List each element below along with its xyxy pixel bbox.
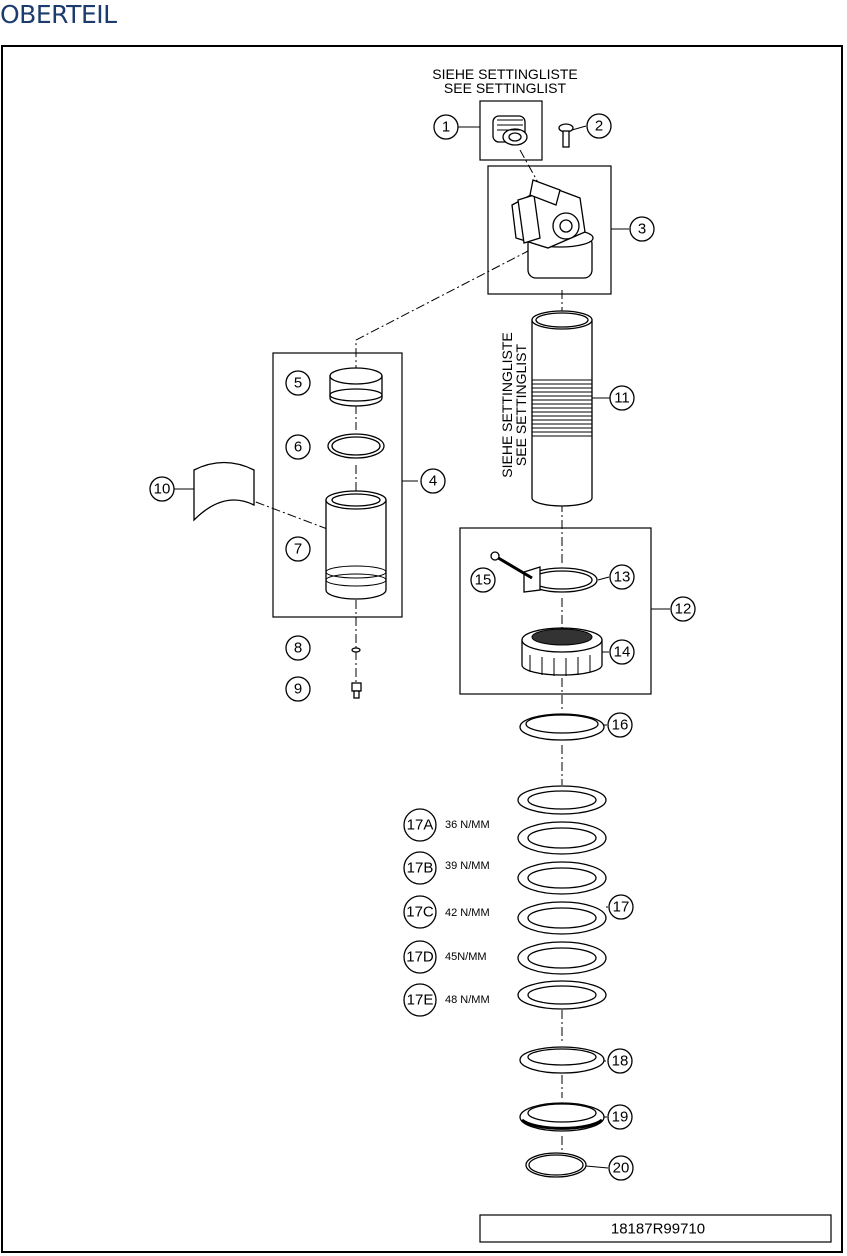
svg-text:1: 1 xyxy=(442,119,450,136)
callout-20: 20 xyxy=(608,1155,634,1181)
callout-17: 17 xyxy=(608,894,634,920)
part-15-clamp-screw xyxy=(490,551,533,580)
part-20-circlip xyxy=(525,1152,587,1178)
svg-text:17B: 17B xyxy=(407,860,434,877)
svg-text:3: 3 xyxy=(638,221,646,238)
callout-7: 7 xyxy=(285,536,311,562)
drawing-number: 18187R99710 xyxy=(611,1221,705,1238)
diagram-frame xyxy=(1,45,843,1253)
svg-text:7: 7 xyxy=(294,541,302,558)
part-10-sleeve xyxy=(193,461,255,522)
spring-variant-17d: 17D 45N/MM xyxy=(403,940,487,974)
svg-text:13: 13 xyxy=(614,569,631,586)
callout-13: 13 xyxy=(609,564,635,590)
setting-note-side-en: SEE SETTINGLIST xyxy=(513,343,529,466)
svg-text:20: 20 xyxy=(613,1160,630,1177)
callout-11: 11 xyxy=(609,385,635,411)
page-title: OBERTEIL xyxy=(0,0,117,29)
svg-text:18: 18 xyxy=(612,1053,629,1070)
callout-leaders xyxy=(173,125,670,1169)
spring-variant-17c: 17C 42 N/MM xyxy=(403,895,490,929)
part-3-box xyxy=(487,165,612,295)
part-11-damper-body xyxy=(531,310,593,507)
spring-variant-17e: 17E 48 N/MM xyxy=(403,983,490,1017)
callout-16: 16 xyxy=(607,712,633,738)
callout-1: 1 xyxy=(433,114,459,140)
spring-variant-17a: 17A 36 N/MM xyxy=(403,808,490,842)
part-4-box xyxy=(272,352,403,618)
part-2-screw xyxy=(558,123,574,148)
callout-18: 18 xyxy=(607,1048,633,1074)
setting-note-side-de: SIEHE SETTINGLISTE xyxy=(499,332,515,477)
part-17-spring xyxy=(517,785,607,1010)
callout-4: 4 xyxy=(420,468,446,494)
callout-2: 2 xyxy=(586,113,612,139)
part-18-washer xyxy=(519,1046,605,1074)
part-1-adjuster xyxy=(492,115,528,146)
assembly-line-reservoir xyxy=(355,249,531,370)
setting-note-top-de: SIEHE SETTINGLISTE xyxy=(432,66,577,82)
part-3-shock-head xyxy=(511,179,594,279)
part-12-box xyxy=(459,527,652,695)
svg-text:19: 19 xyxy=(612,1109,629,1126)
part-8-washer xyxy=(351,647,361,653)
svg-text:11: 11 xyxy=(614,390,630,407)
svg-text:17D: 17D xyxy=(406,949,434,966)
part-1-box xyxy=(479,100,543,161)
part-16-spring-seat xyxy=(519,713,605,741)
svg-text:15: 15 xyxy=(475,572,492,589)
svg-text:4: 4 xyxy=(429,473,437,490)
callout-10: 10 xyxy=(149,476,175,502)
callout-6: 6 xyxy=(285,434,311,460)
svg-text:39 N/MM: 39 N/MM xyxy=(445,860,490,872)
callout-5: 5 xyxy=(285,370,311,396)
svg-text:17C: 17C xyxy=(406,904,434,921)
svg-text:12: 12 xyxy=(675,601,692,618)
svg-text:6: 6 xyxy=(294,439,302,456)
callout-12: 12 xyxy=(670,596,696,622)
svg-text:8: 8 xyxy=(294,640,302,657)
svg-text:36 N/MM: 36 N/MM xyxy=(445,819,490,831)
callout-19: 19 xyxy=(607,1104,633,1130)
part-5-reservoir-cap xyxy=(329,367,383,407)
part-19-spring-retainer xyxy=(519,1102,605,1132)
svg-text:17A: 17A xyxy=(407,817,434,834)
svg-text:48 N/MM: 48 N/MM xyxy=(445,994,490,1006)
setting-note-top-en: SEE SETTINGLIST xyxy=(444,80,567,96)
part-14-adjusting-nut xyxy=(521,627,603,676)
part-7-reservoir xyxy=(325,490,387,600)
svg-text:14: 14 xyxy=(614,644,631,661)
drawing-number-box xyxy=(479,1214,832,1243)
part-9-bleed-screw xyxy=(351,682,362,699)
part-6-o-ring xyxy=(327,433,385,459)
callout-3: 3 xyxy=(629,216,655,242)
svg-text:5: 5 xyxy=(294,375,302,392)
svg-text:17E: 17E xyxy=(407,992,434,1009)
callout-15: 15 xyxy=(470,567,496,593)
callout-14: 14 xyxy=(609,639,635,665)
svg-text:10: 10 xyxy=(154,481,171,498)
callout-8: 8 xyxy=(285,635,311,661)
part-13-clamp-ring xyxy=(523,566,598,593)
svg-text:2: 2 xyxy=(595,118,603,135)
callout-9: 9 xyxy=(285,676,311,702)
svg-text:16: 16 xyxy=(612,717,629,734)
svg-text:45N/MM: 45N/MM xyxy=(445,951,487,963)
svg-text:42 N/MM: 42 N/MM xyxy=(445,907,490,919)
svg-text:17: 17 xyxy=(613,899,630,916)
svg-text:9: 9 xyxy=(294,681,302,698)
spring-variant-17b: 17B 39 N/MM xyxy=(403,851,490,885)
